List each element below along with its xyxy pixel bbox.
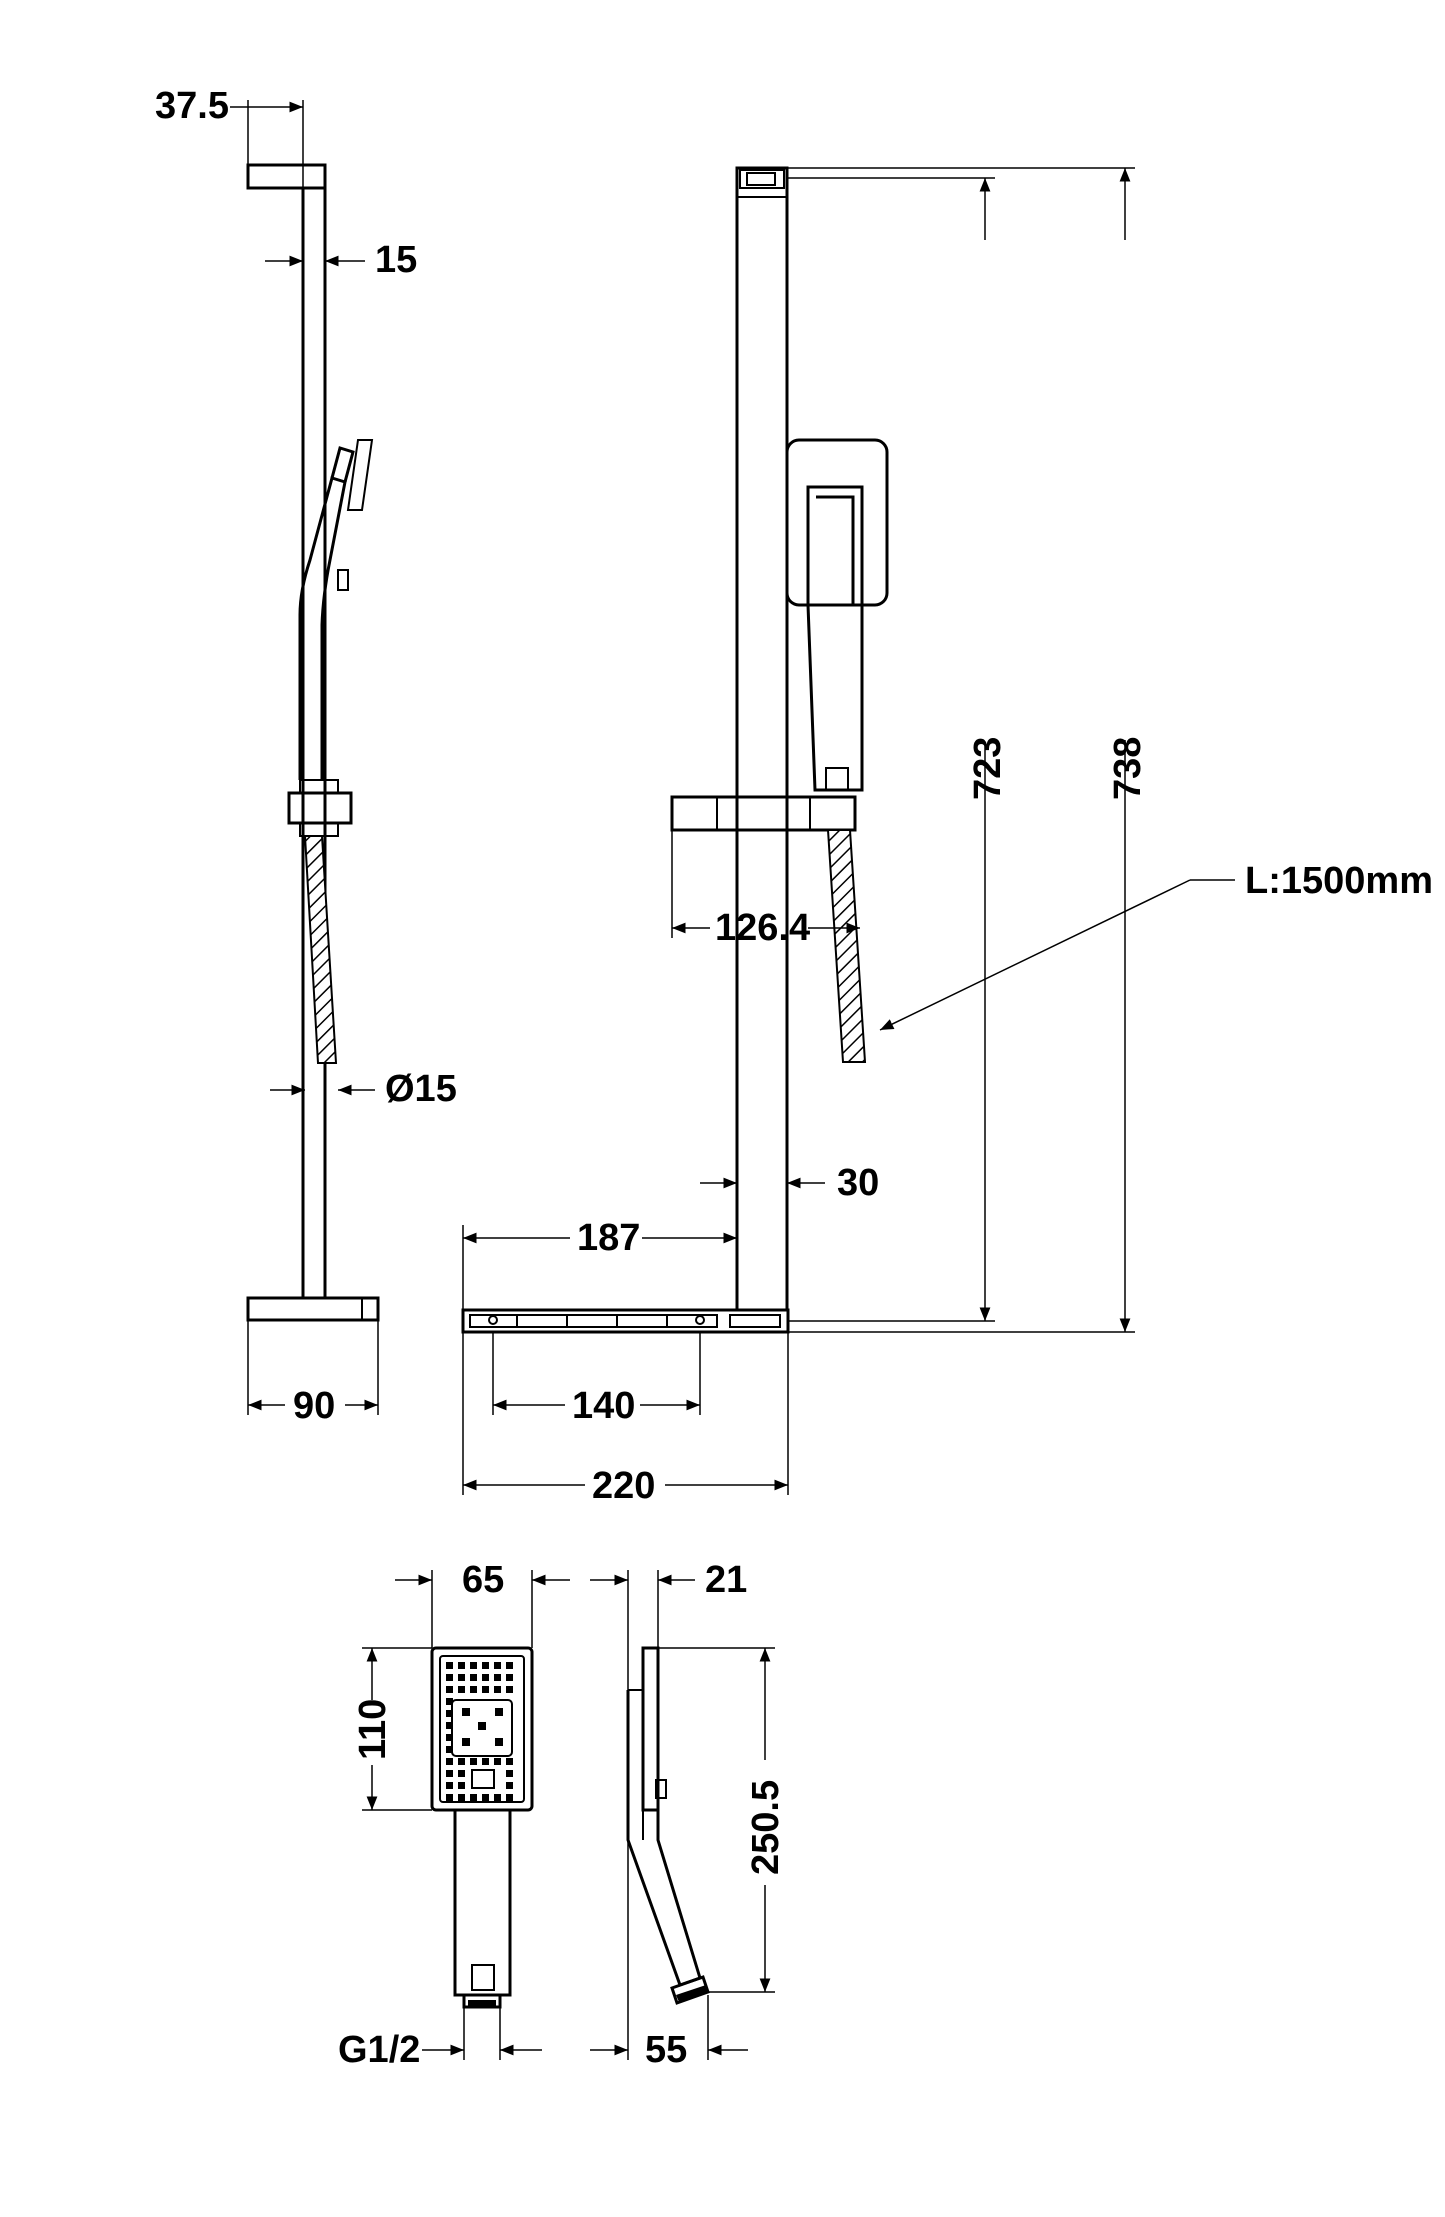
handset-side-handle [626, 1690, 702, 1987]
side-dimensions: 37.5 15 Ø15 90 [155, 85, 457, 1427]
dim-handset-offset: 55 [645, 2029, 687, 2071]
nozzle [470, 1662, 477, 1669]
front-hose [826, 829, 867, 1063]
nozzle [506, 1674, 513, 1681]
dim-handset-head-height: 110 [352, 1699, 394, 1760]
dim-rail-width-side: 15 [375, 239, 417, 281]
selector-nozzle [462, 1738, 470, 1746]
side-hose [303, 835, 338, 1064]
dim-handset-thickness: 21 [705, 1559, 747, 1601]
selector-nozzle [462, 1708, 470, 1716]
nozzle [446, 1734, 453, 1741]
side-base [246, 1296, 380, 1322]
front-dimensions: 738 723 L:1500mm 126.4 30 187 140 220 [462, 168, 1433, 1507]
nozzle [470, 1794, 477, 1801]
front-slide-holder [670, 795, 857, 832]
dim-offset-187: 187 [577, 1217, 640, 1259]
dim-handset-width: 65 [462, 1559, 504, 1601]
dim-base-depth: 90 [293, 1385, 335, 1427]
nozzle [494, 1758, 501, 1765]
handset-front-dimensions: 65 110 G1/2 [338, 1559, 570, 2071]
selector-nozzle [478, 1722, 486, 1730]
nozzle [482, 1758, 489, 1765]
nozzle [446, 1782, 453, 1789]
handset-face [430, 1646, 534, 1812]
nozzle [458, 1758, 465, 1765]
handset-side-dimensions: 21 250.5 55 [590, 1559, 787, 2071]
nozzle [482, 1794, 489, 1801]
nozzle [446, 1746, 453, 1753]
side-handset [298, 476, 347, 780]
nozzle [458, 1794, 465, 1801]
nozzle [494, 1674, 501, 1681]
nozzle [458, 1782, 465, 1789]
dim-top-offset: 37.5 [155, 85, 229, 127]
nozzle [506, 1794, 513, 1801]
dim-hose-length: L:1500mm [1245, 860, 1433, 902]
nozzle [470, 1686, 477, 1693]
nozzle [446, 1686, 453, 1693]
nozzle [458, 1686, 465, 1693]
selector-nozzle [495, 1738, 503, 1746]
dim-handset-length: 250.5 [745, 1780, 787, 1875]
nozzle [446, 1710, 453, 1717]
dim-hose-diameter: Ø15 [385, 1068, 457, 1110]
nozzle [482, 1686, 489, 1693]
front-rail [735, 166, 789, 1312]
nozzle [494, 1794, 501, 1801]
side-view [246, 163, 380, 1322]
nozzle [506, 1758, 513, 1765]
nozzle [506, 1662, 513, 1669]
dim-total-height: 738 [1107, 737, 1149, 800]
nozzle [482, 1674, 489, 1681]
nozzle [494, 1662, 501, 1669]
nozzle [494, 1686, 501, 1693]
nozzle [458, 1662, 465, 1669]
nozzle [458, 1674, 465, 1681]
dim-base-width: 220 [592, 1465, 655, 1507]
nozzle [446, 1662, 453, 1669]
front-view [461, 166, 1135, 1334]
nozzle [446, 1674, 453, 1681]
handset-handle-front [453, 1810, 512, 1997]
nozzle [446, 1758, 453, 1765]
nozzle [506, 1782, 513, 1789]
nozzle [446, 1794, 453, 1801]
selector-nozzle [495, 1708, 503, 1716]
dim-rail-width-front: 30 [837, 1162, 879, 1204]
nozzle [506, 1686, 513, 1693]
nozzle [482, 1662, 489, 1669]
dim-fixing-centres: 140 [572, 1385, 635, 1427]
handset-side-view [626, 1646, 710, 2005]
spray-nozzles [446, 1662, 513, 1801]
nozzle [470, 1758, 477, 1765]
nozzle [470, 1674, 477, 1681]
nozzle [446, 1770, 453, 1777]
nozzle [458, 1770, 465, 1777]
handset-front-view [430, 1646, 534, 2009]
nozzle [506, 1770, 513, 1777]
dim-holder-projection: 126.4 [715, 907, 810, 949]
side-top-bracket [246, 163, 327, 190]
nozzle [446, 1698, 453, 1705]
dim-connection-thread: G1/2 [338, 2029, 420, 2071]
nozzle [446, 1722, 453, 1729]
front-handset-plate [785, 438, 889, 607]
front-base [461, 1308, 790, 1334]
side-holder [287, 791, 353, 825]
dim-rail-height: 723 [967, 737, 1009, 800]
